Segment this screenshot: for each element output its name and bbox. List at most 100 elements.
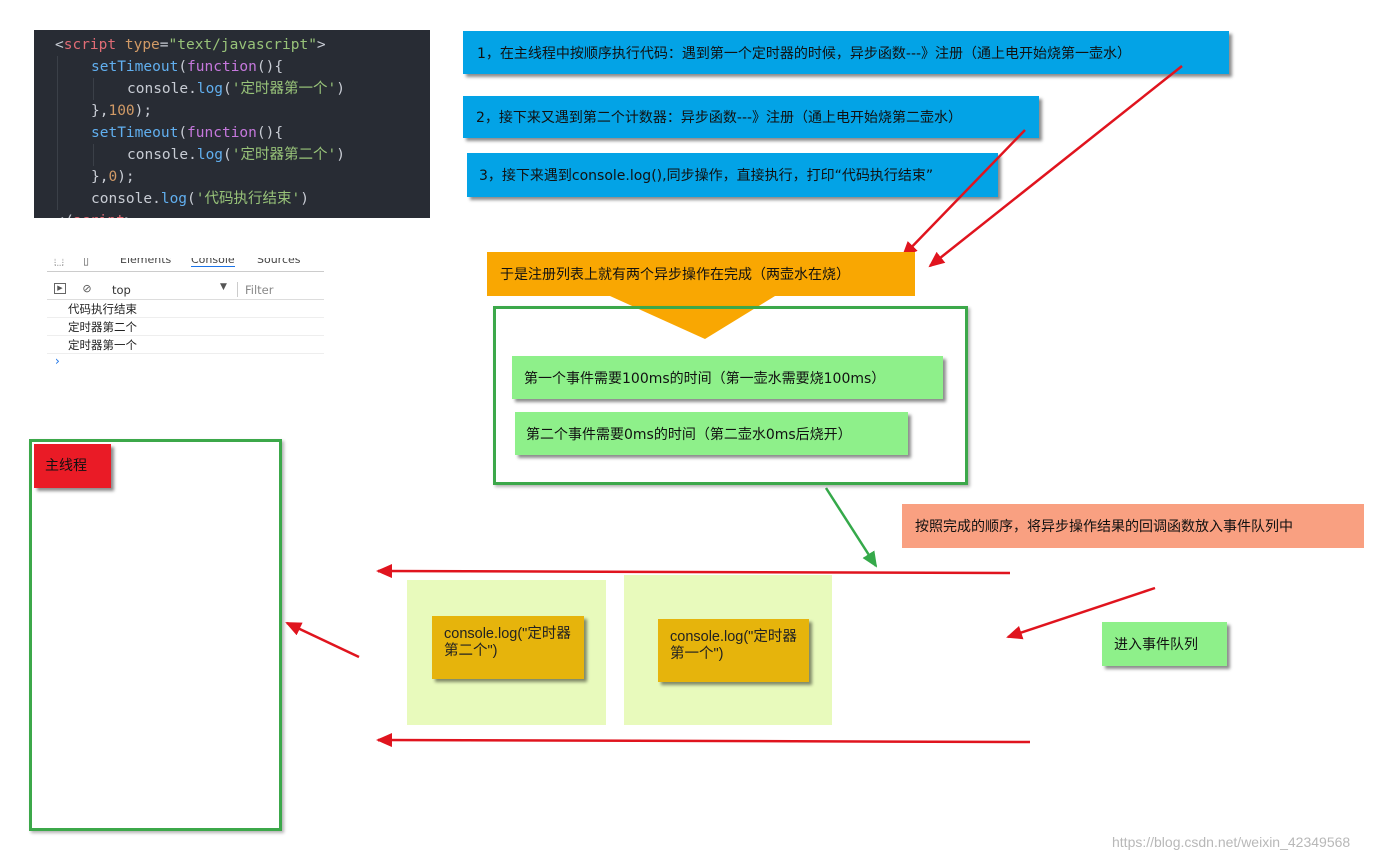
- code-token: "text/javascript": [168, 37, 317, 53]
- code-token: function: [187, 59, 257, 75]
- clear-console-icon[interactable]: ⊘: [82, 282, 92, 295]
- code-line: },100);: [34, 100, 430, 122]
- main-thread-label-text: 主线程: [45, 458, 87, 474]
- code-token: function: [187, 125, 257, 141]
- indent-guide: [57, 144, 58, 166]
- callback-2-box: console.log("定时器第一个"): [658, 619, 809, 682]
- code-token: ): [336, 147, 345, 163]
- callback-1-text: console.log("定时器第二个"): [444, 626, 571, 659]
- code-line: </script>: [34, 210, 430, 218]
- code-token: '定时器第一个': [231, 81, 337, 97]
- watermark: https://blog.csdn.net/weixin_42349568: [1112, 834, 1351, 850]
- code-token: },: [91, 103, 109, 119]
- code-token: 0: [108, 169, 118, 185]
- step-1-text: 1，在主线程中按顺序执行代码：遇到第一个定时器的时候，异步函数---》注册（通上…: [477, 45, 1132, 62]
- tab-elements[interactable]: Elements: [120, 258, 172, 266]
- filter-input[interactable]: Filter: [245, 283, 274, 297]
- arrow-queue-to-main: [285, 621, 360, 659]
- code-token: '代码执行结束': [195, 191, 301, 207]
- queue-note-text: 按照完成的顺序，将异步操作结果的回调函数放入事件队列中: [915, 519, 1293, 535]
- event-1-text: 第一个事件需要100ms的时间（第一壶水需要烧100ms）: [524, 370, 886, 387]
- indent-guide: [93, 144, 94, 166]
- code-line: console.log('定时器第一个'): [34, 78, 430, 100]
- step-1-box: 1，在主线程中按顺序执行代码：遇到第一个定时器的时候，异步函数---》注册（通上…: [463, 31, 1229, 74]
- code-token: console.: [91, 191, 161, 207]
- indent-guide: [57, 100, 58, 122]
- arrow-step1-to-registry: [928, 65, 1183, 268]
- registry-title-box: 于是注册列表上就有两个异步操作在完成（两壶水在烧）: [487, 252, 915, 296]
- enter-queue-text: 进入事件队列: [1114, 637, 1198, 653]
- enter-queue-box: 进入事件队列: [1102, 622, 1227, 666]
- device-toggle-icon[interactable]: ▯: [82, 258, 90, 267]
- event-2-text: 第二个事件需要0ms的时间（第二壶水0ms后烧开）: [526, 426, 852, 443]
- main-thread-frame: [29, 439, 282, 831]
- code-token: (){: [256, 125, 284, 141]
- tab-sources[interactable]: Sources: [257, 258, 301, 266]
- callback-2-text: console.log("定时器第一个"): [670, 629, 797, 662]
- event-2-box: 第二个事件需要0ms的时间（第二壶水0ms后烧开）: [515, 412, 908, 455]
- main-thread-label: 主线程: [34, 444, 111, 488]
- code-token: (: [187, 191, 196, 207]
- code-token: log: [160, 191, 188, 207]
- registry-title: 于是注册列表上就有两个异步操作在完成（两壶水在烧）: [500, 267, 850, 283]
- code-token: );: [134, 103, 153, 119]
- indent-guide: [57, 78, 58, 100]
- callback-1-box: console.log("定时器第二个"): [432, 616, 584, 679]
- console-prompt[interactable]: ›: [55, 354, 60, 368]
- code-token: (: [223, 147, 232, 163]
- code-token: (: [223, 81, 232, 97]
- code-token: <: [55, 37, 64, 53]
- inspect-icon[interactable]: ⬚: [53, 258, 65, 267]
- code-line: console.log('定时器第二个'): [34, 144, 430, 166]
- code-token: '定时器第二个': [231, 147, 337, 163]
- code-token: >: [125, 213, 134, 218]
- code-token: >: [316, 37, 326, 53]
- arrow-enter-queue: [1006, 586, 1156, 640]
- code-line: <script type="text/javascript">: [34, 34, 430, 56]
- console-log-row: 定时器第一个: [47, 336, 324, 354]
- chevron-down-icon[interactable]: ▼: [220, 282, 227, 292]
- step-3-text: 3，接下来遇到console.log(),同步操作，直接执行，打印“代码执行结束…: [479, 168, 934, 184]
- code-line: console.log('代码执行结束'): [34, 188, 430, 210]
- tab-console[interactable]: Console: [191, 258, 235, 267]
- code-token: console.: [127, 81, 197, 97]
- sidebar-toggle-icon[interactable]: ▶: [54, 283, 66, 294]
- step-2-box: 2，接下来又遇到第二个计数器：异步函数---》注册（通上电开始烧第二壶水）: [463, 96, 1039, 138]
- indent-guide: [57, 166, 58, 188]
- code-line: setTimeout(function(){: [34, 122, 430, 144]
- devtools-console: ⬚ ▯ Elements Console Sources ▶ ⊘ top ▼ F…: [47, 258, 324, 374]
- queue-bottom-rail-arrow: [376, 733, 1031, 748]
- context-selector[interactable]: top: [112, 283, 131, 297]
- step-3-box: 3，接下来遇到console.log(),同步操作，直接执行，打印“代码执行结束…: [467, 153, 998, 197]
- code-token: setTimeout: [91, 59, 179, 75]
- indent-guide: [57, 188, 58, 210]
- code-token: log: [196, 81, 224, 97]
- arrow-registry-to-queue: [824, 487, 878, 568]
- queue-note-box: 按照完成的顺序，将异步操作结果的回调函数放入事件队列中: [902, 504, 1364, 548]
- code-line: },0);: [34, 166, 430, 188]
- indent-guide: [57, 122, 58, 144]
- code-token: =: [159, 37, 169, 53]
- code-token: type: [124, 37, 160, 53]
- devtools-tabs: ⬚ ▯ Elements Console Sources: [47, 258, 324, 272]
- code-token: console.: [127, 147, 197, 163]
- code-token: log: [196, 147, 224, 163]
- code-token: (){: [256, 59, 284, 75]
- toolbar-divider: [237, 282, 238, 297]
- code-panel: <script type="text/javascript">setTimeou…: [34, 30, 430, 218]
- code-line: setTimeout(function(){: [34, 56, 430, 78]
- code-token: script: [72, 213, 124, 218]
- console-log-row: 代码执行结束: [47, 300, 324, 318]
- console-toolbar: ▶ ⊘ top ▼ Filter: [47, 280, 324, 300]
- code-token: ): [336, 81, 345, 97]
- code-token: setTimeout: [91, 125, 179, 141]
- arrow-step2-to-registry: [901, 129, 1026, 258]
- event-1-box: 第一个事件需要100ms的时间（第一壶水需要烧100ms）: [512, 356, 943, 399]
- indent-guide: [57, 56, 58, 78]
- code-token: (: [178, 125, 188, 141]
- code-token: ): [300, 191, 309, 207]
- console-log-row: 定时器第二个: [47, 318, 324, 336]
- step-2-text: 2，接下来又遇到第二个计数器：异步函数---》注册（通上电开始烧第二壶水）: [476, 110, 963, 126]
- code-token: script: [63, 37, 117, 53]
- queue-top-rail-arrow: [376, 564, 1011, 579]
